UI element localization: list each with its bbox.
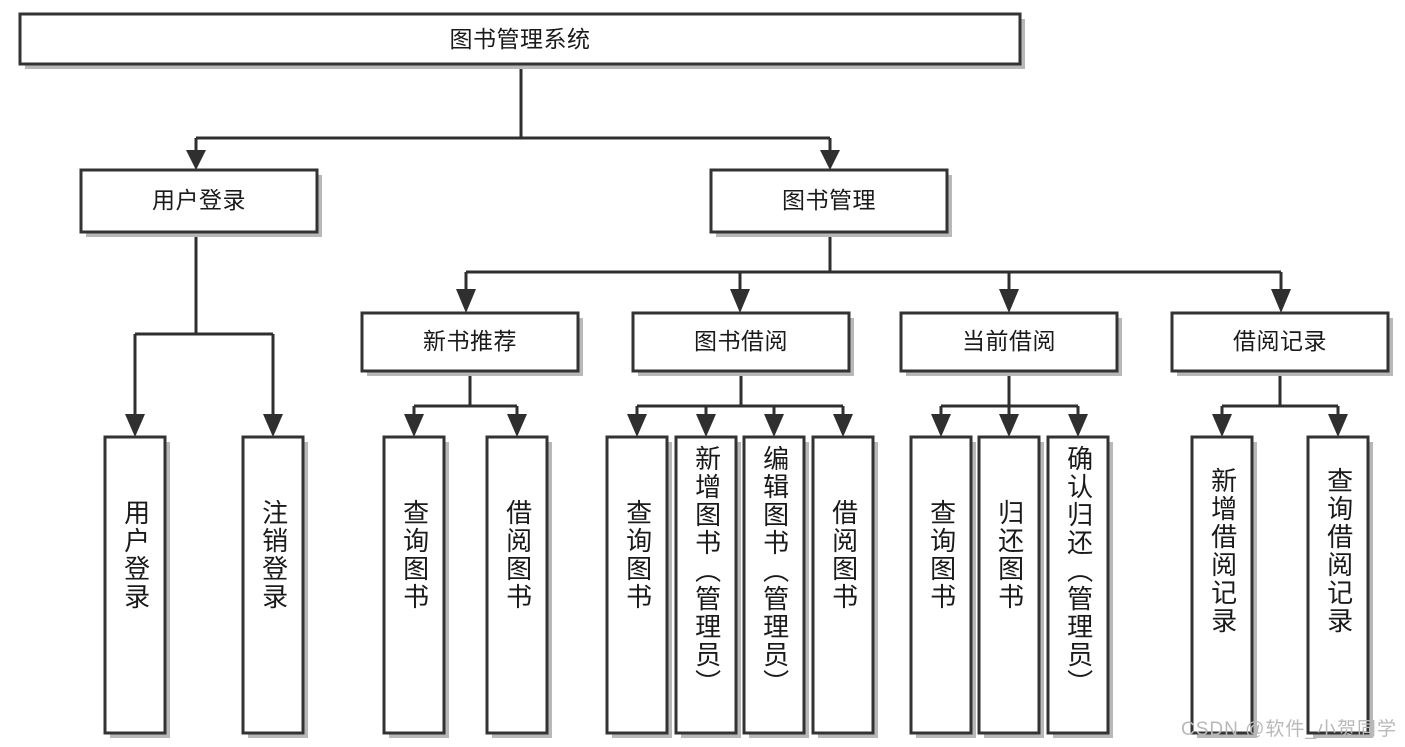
node-leaf-user-login[interactable] (103, 435, 170, 738)
node-book-borrow[interactable]: 图书借阅 (631, 311, 854, 376)
arrow-head-leaf-query-book-2 (627, 414, 647, 437)
user-login-label: 用户登录 (152, 187, 246, 213)
leaf-user-logout-rect (241, 435, 305, 735)
arrow-head-leaf-add-record (1212, 414, 1232, 437)
leaf-add-book-rect (674, 435, 738, 735)
borrow-record-rect (1170, 311, 1390, 373)
root-label: 图书管理系统 (450, 26, 591, 52)
arrow-head-leaf-user-login (125, 414, 145, 437)
node-layer: 图书管理系统 用户登录 图书管理 新书推荐 (18, 12, 1393, 738)
leaf-borrow-book-2-rect (811, 435, 875, 735)
node-leaf-query-record[interactable] (1306, 435, 1373, 738)
leaf-return-book-rect (977, 435, 1041, 735)
arrow-head-leaf-edit-book (764, 414, 784, 437)
book-manage-rect (709, 168, 949, 234)
root-rect (18, 12, 1022, 66)
book-manage-label: 图书管理 (782, 187, 876, 213)
arrow-head-leaf-borrow-book-1 (507, 414, 527, 437)
arrow-head-leaf-query-record (1328, 414, 1348, 437)
leaf-add-record-rect (1190, 435, 1254, 735)
node-current-borrow[interactable]: 当前借阅 (899, 311, 1122, 376)
arrow-head-leaf-confirm-return (1068, 414, 1088, 437)
node-leaf-return-book[interactable] (977, 435, 1044, 738)
node-leaf-add-record[interactable] (1190, 435, 1257, 738)
leaf-query-book-1-rect (382, 435, 446, 735)
leaf-user-login-rect (103, 435, 167, 735)
arrow-head-leaf-add-book (696, 414, 716, 437)
node-leaf-borrow-book-2[interactable] (811, 435, 878, 738)
node-leaf-query-book-1[interactable] (382, 435, 449, 738)
leaf-borrow-book-1-rect (485, 435, 549, 735)
new-book-rec-rect (360, 311, 580, 373)
node-leaf-add-book[interactable] (674, 435, 741, 738)
arrow-head-leaf-query-book-1 (404, 414, 424, 437)
arrow-head-user-login (186, 150, 206, 170)
node-leaf-user-logout[interactable] (241, 435, 308, 738)
arrow-head-book-borrow (730, 289, 750, 313)
node-borrow-record[interactable]: 借阅记录 (1170, 311, 1393, 376)
node-book-manage[interactable]: 图书管理 (709, 168, 952, 237)
arrow-head-leaf-query-book-3 (931, 414, 951, 437)
leaf-edit-book-rect (742, 435, 806, 735)
current-borrow-rect (899, 311, 1119, 373)
node-new-book-rec[interactable]: 新书推荐 (360, 311, 583, 376)
arrow-head-book-manage (820, 150, 840, 170)
node-user-login[interactable]: 用户登录 (79, 168, 322, 237)
node-leaf-query-book-2[interactable] (605, 435, 672, 738)
node-leaf-confirm-return[interactable] (1046, 435, 1113, 738)
leaf-query-book-3-rect (909, 435, 973, 735)
arrow-head-new-book-rec (456, 289, 476, 313)
node-root[interactable]: 图书管理系统 (18, 12, 1025, 69)
connector-layer (125, 66, 1348, 437)
current-borrow-label: 当前借阅 (962, 328, 1056, 354)
arrow-head-leaf-return-book (999, 414, 1019, 437)
leaf-confirm-return-rect (1046, 435, 1110, 735)
borrow-record-label: 借阅记录 (1233, 328, 1327, 354)
leaf-query-record-rect (1306, 435, 1370, 735)
csdn-watermark: CSDN @软件_小贺同学 (1181, 719, 1397, 740)
arrow-head-leaf-user-logout (263, 414, 283, 437)
node-leaf-edit-book[interactable] (742, 435, 809, 738)
arrow-head-borrow-record (1271, 289, 1291, 313)
leaf-query-book-2-rect (605, 435, 669, 735)
arrow-head-leaf-borrow-book-2 (833, 414, 853, 437)
node-leaf-borrow-book-1[interactable] (485, 435, 552, 738)
book-borrow-label: 图书借阅 (694, 328, 788, 354)
user-login-rect (79, 168, 319, 234)
arrow-head-current-borrow (999, 289, 1019, 313)
book-borrow-rect (631, 311, 851, 373)
new-book-rec-label: 新书推荐 (423, 328, 517, 354)
node-leaf-query-book-3[interactable] (909, 435, 976, 738)
